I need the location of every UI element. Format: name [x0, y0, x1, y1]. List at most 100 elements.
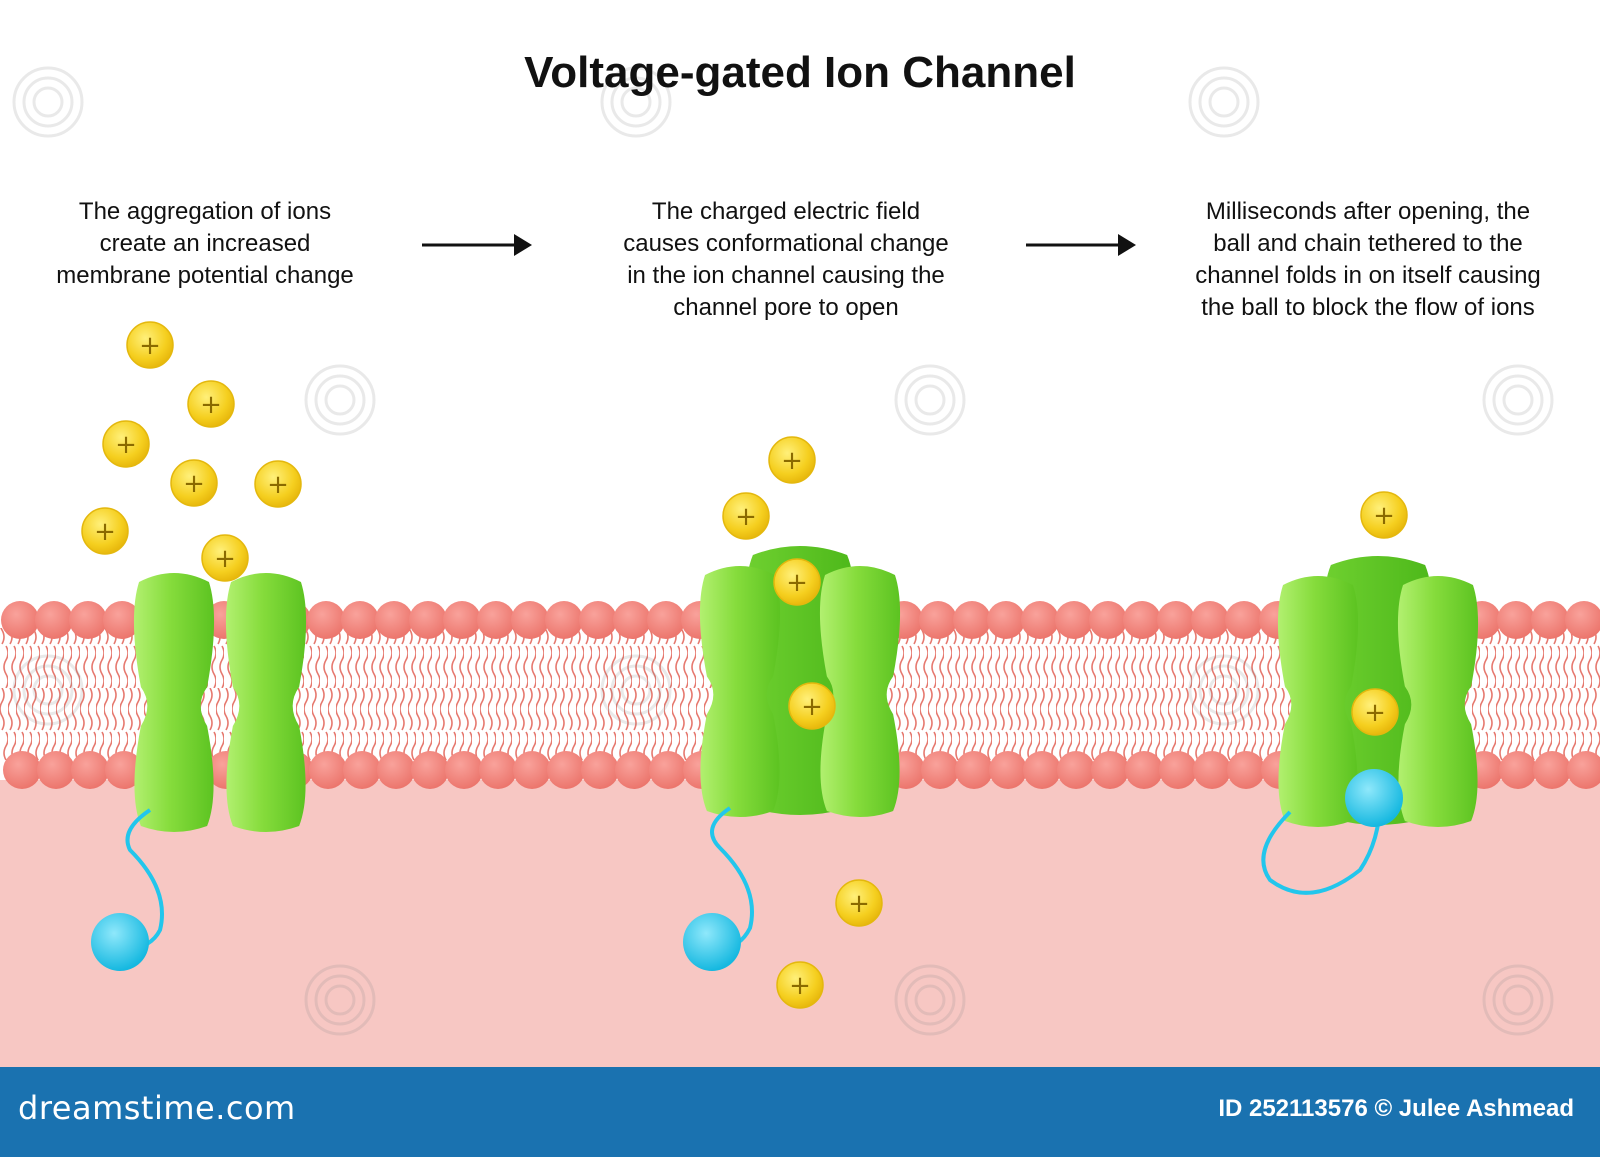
lipid-head [1497, 601, 1535, 639]
lipid-head [1567, 751, 1600, 789]
positive-ion: + [187, 380, 235, 428]
channel-subunit [225, 573, 307, 832]
positive-ion: + [201, 534, 249, 582]
lipid-head [409, 601, 447, 639]
caption-line: The charged electric field [651, 198, 921, 225]
lipid-head [375, 601, 413, 639]
caption-line: create an increased [99, 230, 311, 257]
positive-ions: +++++++++++++++ [81, 321, 1408, 1009]
positive-ion: + [1351, 688, 1399, 736]
inactivation-ball [683, 913, 741, 971]
positive-ion: + [254, 460, 302, 508]
lipid-head [1499, 751, 1537, 789]
lipid-head [955, 751, 993, 789]
lipid-head [71, 751, 109, 789]
watermark-spiral-icon [600, 654, 672, 726]
ion-channel-illustration: +++++++++++++++ [0, 66, 1600, 1067]
ion-charge-label: + [94, 517, 116, 547]
positive-ion: + [788, 682, 836, 730]
caption-line: channel folds in on itself causing [1195, 262, 1541, 289]
lipid-head [479, 751, 517, 789]
lipid-head [1057, 751, 1095, 789]
caption-line: causes conformational change [623, 230, 949, 257]
ion-charge-label: + [1364, 698, 1386, 728]
watermark-spiral-icon [600, 66, 672, 138]
voltage-gated-channel [683, 546, 901, 971]
watermark-spiral-icon [1482, 964, 1554, 1036]
caption-line: Milliseconds after opening, the [1205, 198, 1531, 225]
watermark-spiral-icon [12, 66, 84, 138]
watermark-spiral-icon [304, 364, 376, 436]
ion-charge-label: + [267, 470, 289, 500]
lipid-head [921, 751, 959, 789]
lipid-head [513, 751, 551, 789]
lipid-head [443, 601, 481, 639]
positive-ion: + [722, 492, 770, 540]
watermark-spiral-icon [894, 964, 966, 1036]
caption-line: The aggregation of ions [78, 198, 332, 225]
lipid-head [307, 601, 345, 639]
positive-ion: + [170, 459, 218, 507]
ion-charge-label: + [183, 469, 205, 499]
watermark-spiral-icon [1188, 654, 1260, 726]
lipid-head [953, 601, 991, 639]
lipid-head [69, 601, 107, 639]
step-3-caption: Milliseconds after opening, the ball and… [1168, 196, 1568, 324]
lipid-head [1227, 751, 1265, 789]
positive-ion: + [773, 558, 821, 606]
lipid-head [1021, 601, 1059, 639]
ion-charge-label: + [115, 430, 137, 460]
ion-charge-label: + [214, 544, 236, 574]
positive-ion: + [768, 436, 816, 484]
positive-ion: + [126, 321, 174, 369]
watermark-spiral-icon [894, 364, 966, 436]
lipid-head [343, 751, 381, 789]
lipid-head [919, 601, 957, 639]
lipid-head [1089, 601, 1127, 639]
lipid-head [309, 751, 347, 789]
lipid-head [1055, 601, 1093, 639]
inactivation-ball [1345, 769, 1403, 827]
lipid-head [37, 751, 75, 789]
caption-line: channel pore to open [673, 294, 899, 321]
lipid-head [545, 601, 583, 639]
ion-charge-label: + [848, 889, 870, 919]
lipid-head [341, 601, 379, 639]
lipid-head [1157, 601, 1195, 639]
diagram-title: Voltage-gated Ion Channel [524, 48, 1076, 97]
ion-charge-label: + [781, 446, 803, 476]
lipid-head [511, 601, 549, 639]
brand-logo[interactable]: dreamstime.com [18, 1089, 296, 1127]
lipid-head [1225, 601, 1263, 639]
lipid-head [1193, 751, 1231, 789]
positive-ion: + [102, 420, 150, 468]
channel-subunit [699, 566, 781, 817]
ball-chain-tether [1261, 799, 1382, 895]
step-arrow-1 [422, 234, 532, 256]
lipid-head [613, 601, 651, 639]
lipid-head [105, 751, 143, 789]
lipid-head [1191, 601, 1229, 639]
ion-charge-label: + [200, 390, 222, 420]
caption-line: in the ion channel causing the [627, 262, 945, 289]
lipid-head [3, 751, 41, 789]
positive-ion: + [81, 507, 129, 555]
ion-charge-label: + [789, 971, 811, 1001]
lipid-head [647, 601, 685, 639]
positive-ion: + [1360, 491, 1408, 539]
ion-charge-label: + [801, 692, 823, 722]
watermark-spiral-icon [12, 654, 84, 726]
ion-charge-label: + [1373, 501, 1395, 531]
lipid-head [1023, 751, 1061, 789]
lipid-head [377, 751, 415, 789]
lipid-head [411, 751, 449, 789]
lipid-head [103, 601, 141, 639]
channel-subunit [1277, 576, 1359, 827]
watermark-spiral-icon [1482, 364, 1554, 436]
lipid-head [1565, 601, 1600, 639]
step-2-caption: The charged electric field causes confor… [586, 196, 986, 324]
footer-bar: dreamstime.com ID 252113576 © Julee Ashm… [0, 1067, 1600, 1157]
lipid-head [1531, 601, 1569, 639]
lipid-head [477, 601, 515, 639]
lipid-head [987, 601, 1025, 639]
